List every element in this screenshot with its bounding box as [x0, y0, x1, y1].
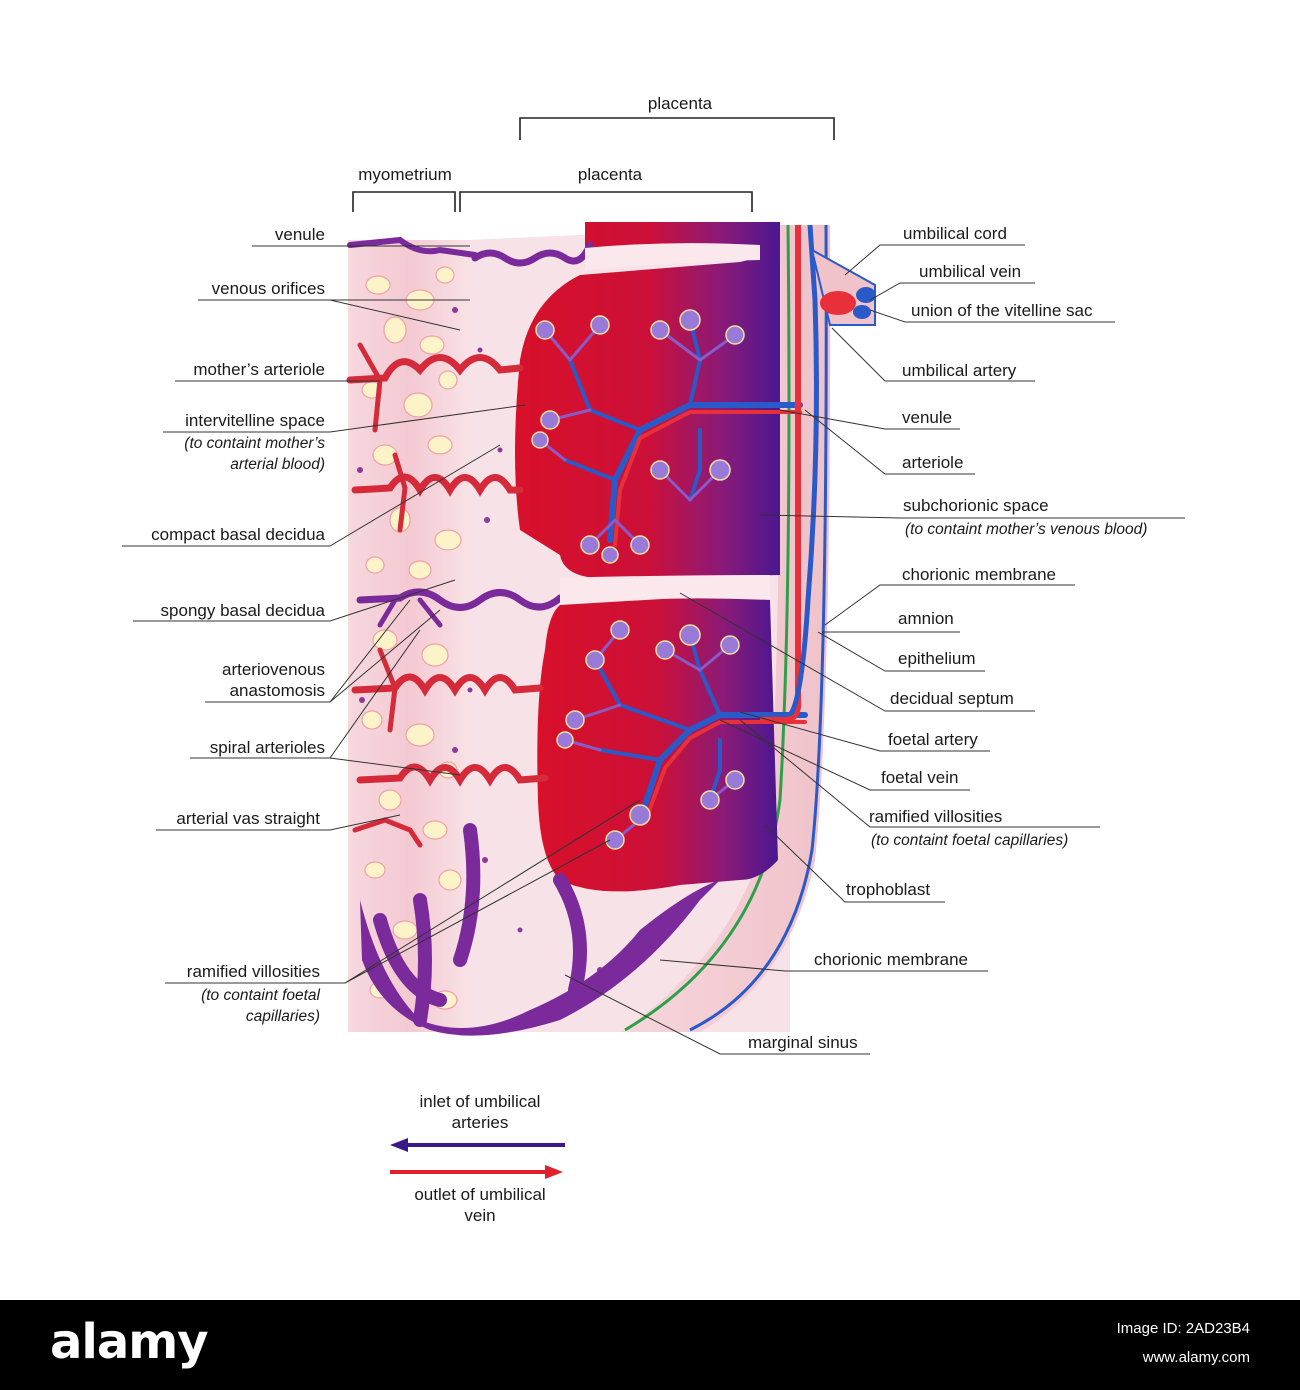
chorionic-green-line	[624, 224, 791, 1032]
decidual-septum-upper	[585, 243, 760, 270]
label-ramified-note-2: capillaries)	[245, 1008, 320, 1025]
label-marginal-sinus: marginal sinus	[748, 1033, 858, 1052]
legend-inlet-arrow	[390, 1138, 565, 1152]
diagram-artwork	[122, 117, 1185, 1179]
legend-outlet-arrow	[390, 1165, 563, 1179]
villous-trees-upper	[538, 318, 803, 547]
label-umbilical-vein: umbilical vein	[919, 262, 1022, 281]
legend-inlet-line-2: arteries	[451, 1113, 509, 1132]
cord-artery-2	[853, 305, 871, 319]
marginal-sinus-vessel	[360, 880, 720, 1036]
label-umbilical-artery: umbilical artery	[902, 361, 1017, 380]
label-arteriovenous-1: arteriovenous	[221, 660, 325, 679]
label-subchorionic-note: (to containt mother’s venous blood)	[905, 521, 1148, 538]
cord-vein	[820, 291, 856, 315]
label-arterial-vas-straight: arterial vas straight	[176, 809, 320, 828]
villous-tufts-lower	[556, 620, 745, 850]
cord-artery-1	[856, 287, 876, 303]
label-trophoblast: trophoblast	[846, 880, 931, 899]
inner-placenta-label: placenta	[577, 165, 643, 184]
label-compact-basal-decidua: compact basal decidua	[151, 525, 325, 544]
legend-inlet-line-1: inlet of umbilical	[419, 1092, 541, 1111]
label-intervitelline-note-1: (to containt mother’s	[184, 435, 325, 452]
label-ramified-villosities-left: ramified villosities	[186, 962, 320, 981]
image-id-text: Image ID: 2AD23B4	[1116, 1320, 1250, 1337]
label-foetal-vein: foetal vein	[881, 768, 959, 787]
label-ramified-note-right: (to containt foetal capillaries)	[871, 832, 1069, 849]
label-subchorionic-space: subchorionic space	[903, 496, 1049, 515]
label-foetal-artery: foetal artery	[888, 730, 978, 749]
villous-tufts-upper	[531, 309, 745, 564]
placenta-diagram: placenta myometrium placenta venule veno…	[122, 94, 1185, 1225]
alamy-logo: alamy	[50, 1314, 209, 1370]
chorionic-plate	[620, 225, 831, 1032]
legend-outlet-line-2: vein	[464, 1206, 496, 1225]
label-chorionic-membrane-2: chorionic membrane	[814, 950, 969, 969]
label-umbilical-cord: umbilical cord	[903, 224, 1007, 243]
label-intervitelline-note-2: arterial blood)	[230, 456, 325, 473]
villous-trees-lower	[563, 628, 808, 842]
umbilical-artery-vessel	[787, 224, 819, 717]
label-union-vitelline-sac: union of the vitelline sac	[911, 301, 1093, 320]
watermark-footer: alamy Image ID: 2AD23B4 www.alamy.com	[0, 1300, 1300, 1390]
label-mothers-arteriole: mother’s arteriole	[193, 360, 325, 379]
upper-cotyledon	[515, 222, 780, 579]
label-spiral-arterioles: spiral arterioles	[209, 738, 325, 757]
watermark-ids: Image ID: 2AD23B4 www.alamy.com	[1117, 1314, 1250, 1372]
maternal-vessels	[346, 236, 594, 848]
label-arteriole: arteriole	[902, 453, 964, 472]
right-leader-lines	[564, 244, 1185, 1055]
label-ramified-note-1: (to containt foetal	[201, 987, 320, 1004]
label-spongy-basal-decidua: spongy basal decidua	[160, 601, 325, 620]
top-placenta-label: placenta	[647, 94, 713, 113]
label-venous-orifices: venous orifices	[211, 279, 325, 298]
myometrium-label: myometrium	[358, 165, 452, 184]
spongy-cells	[361, 266, 462, 1010]
label-amnion: amnion	[898, 609, 954, 628]
label-decidual-septum: decidual septum	[890, 689, 1014, 708]
site-url-text: www.alamy.com	[1142, 1349, 1250, 1366]
legend-outlet-line-1: outlet of umbilical	[414, 1185, 546, 1204]
label-arteriovenous-2: anastomosis	[229, 681, 325, 700]
left-leader-lines	[122, 245, 641, 984]
label-venule-right: venule	[902, 408, 953, 427]
purple-branches	[373, 823, 587, 1027]
decidual-septum-lower	[560, 575, 770, 605]
top-brackets	[352, 117, 835, 212]
chorionic-blue-line	[689, 224, 828, 1032]
label-intervitelline-space: intervitelline space	[185, 411, 325, 430]
label-venule-left: venule	[274, 225, 325, 244]
label-chorionic-membrane: chorionic membrane	[902, 565, 1057, 584]
label-ramified-villosities-right: ramified villosities	[869, 807, 1003, 826]
label-epithelium: epithelium	[898, 649, 976, 668]
